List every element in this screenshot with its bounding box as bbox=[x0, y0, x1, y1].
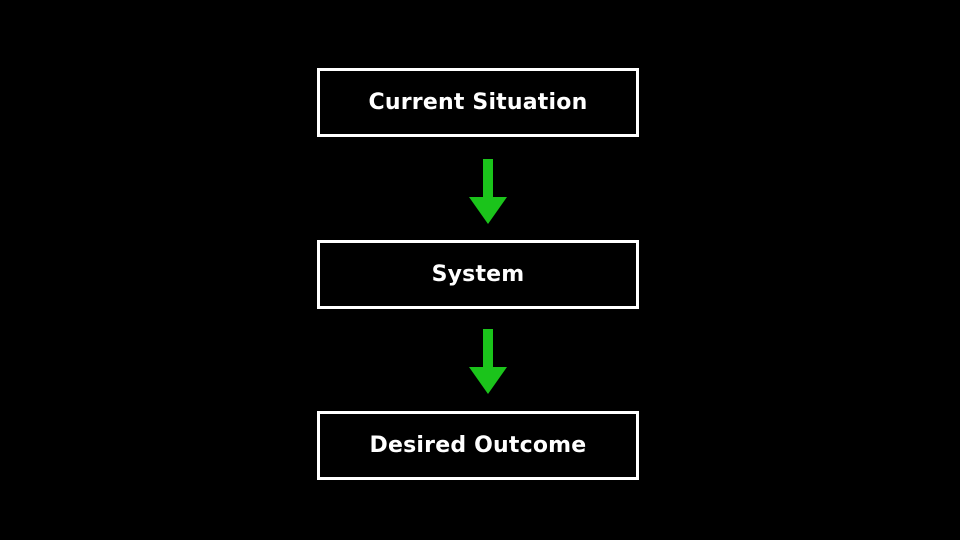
down-arrow-icon bbox=[469, 329, 507, 394]
current-situation-box: Current Situation bbox=[317, 68, 639, 137]
system-label: System bbox=[431, 262, 525, 287]
current-situation-label: Current Situation bbox=[368, 90, 588, 115]
desired-outcome-box: Desired Outcome bbox=[317, 411, 639, 480]
system-box: System bbox=[317, 240, 639, 309]
down-arrow-icon bbox=[469, 159, 507, 224]
desired-outcome-label: Desired Outcome bbox=[369, 433, 587, 458]
